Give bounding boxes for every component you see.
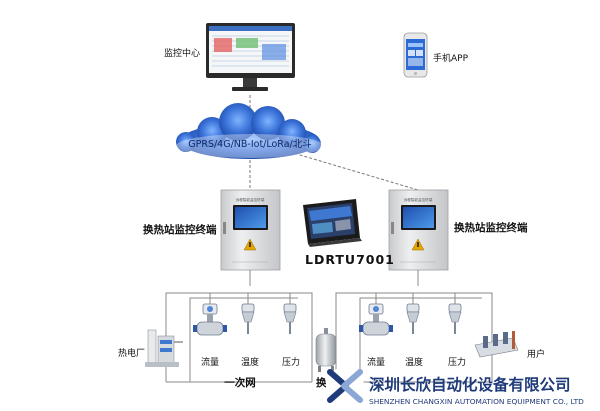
- pressure-sensor-icon-right: [448, 303, 462, 334]
- primary-network-label: 一次网: [224, 376, 256, 389]
- sensor-pressure-right-label: 压力: [448, 356, 466, 368]
- terminal-left-label: 换热站监控终端: [143, 223, 217, 236]
- phone-icon: [403, 32, 428, 78]
- cabinet-icon-right: 远程智能监控终端: [388, 189, 449, 271]
- flowmeter-icon-right: [359, 303, 393, 336]
- cloud-icon: [176, 103, 324, 159]
- cabinet-icon-left: 远程智能监控终端: [220, 189, 281, 271]
- tank-icon: [315, 328, 337, 372]
- flowmeter-icon-left: [193, 303, 227, 336]
- sensor-temp-right-label: 温度: [405, 356, 423, 368]
- user-label: 用户: [527, 348, 545, 360]
- network-label: GPRS/4G/NB-Iot/LoRa/北斗: [188, 139, 311, 150]
- tablet-device-icon: [303, 199, 362, 247]
- monitor-icon: [206, 23, 295, 91]
- mobile-app-label: 手机APP: [433, 52, 469, 64]
- sensor-flow-left-label: 流量: [201, 356, 219, 368]
- company-logo-icon: [326, 367, 364, 405]
- thermometer-icon-left: [241, 303, 255, 334]
- secondary-network-label: 换: [316, 376, 327, 389]
- heat-plant-label: 热电厂: [118, 347, 145, 359]
- monitor-center-label: 监控中心: [164, 47, 200, 59]
- cabinet-title-left: 远程智能监控终端: [236, 197, 265, 202]
- terminal-right-label: 换热站监控终端: [454, 221, 528, 234]
- sensor-flow-right-label: 流量: [367, 356, 385, 368]
- boiler-plant-icon: [145, 329, 183, 367]
- sensor-pressure-left-label: 压力: [282, 356, 300, 368]
- device-model-label: LDRTU7001: [305, 252, 395, 267]
- company-name-en: SHENZHEN CHANGXIN AUTOMATION EQUIPMENT C…: [369, 397, 584, 406]
- sensor-temp-left-label: 温度: [241, 356, 259, 368]
- company-name-cn: 深圳长欣自动化设备有限公司: [369, 375, 571, 394]
- user-radiator-icon: [474, 331, 519, 358]
- thermometer-icon-right: [406, 303, 420, 334]
- pressure-sensor-icon-left: [283, 303, 297, 334]
- cabinet-title-right: 远程智能监控终端: [404, 197, 433, 202]
